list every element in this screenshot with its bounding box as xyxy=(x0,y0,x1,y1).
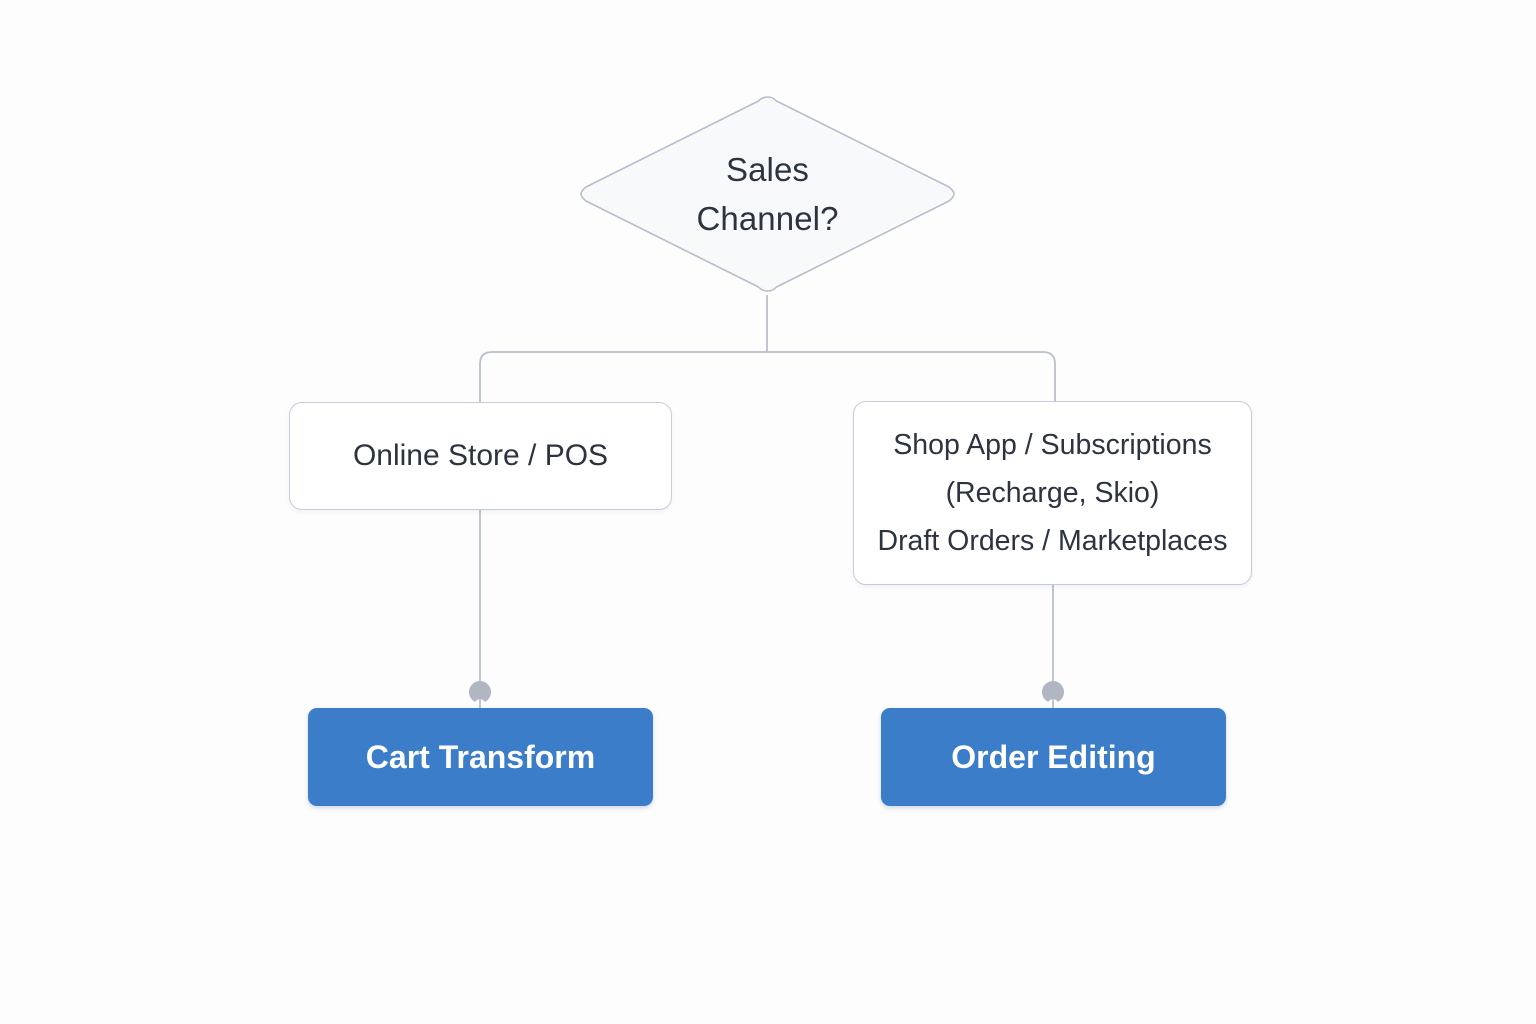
result-right-label: Order Editing xyxy=(951,738,1156,775)
decision-node-sales-channel[interactable]: Sales Channel? xyxy=(578,93,957,295)
diamond-shape xyxy=(580,96,955,292)
result-left-label: Cart Transform xyxy=(365,738,596,775)
result-button-order-editing[interactable]: Order Editing xyxy=(881,708,1226,806)
result-button-cart-transform[interactable]: Cart Transform xyxy=(308,708,653,806)
option-box-online-store-pos[interactable]: Online Store / POS xyxy=(289,402,672,510)
decision-label: Sales Channel? xyxy=(696,151,839,237)
option-box-shop-app-subscriptions[interactable]: Shop App / Subscriptions (Recharge, Skio… xyxy=(853,401,1252,585)
option-left-label: Online Store / POS xyxy=(352,439,609,472)
edge-marker-right xyxy=(1042,681,1064,702)
edge-decision-to-right-option xyxy=(767,351,1056,401)
option-right-label: Shop App / Subscriptions (Recharge, Skio… xyxy=(877,429,1228,557)
edge-marker-left xyxy=(468,681,491,702)
edge-decision-to-left-option xyxy=(479,351,767,402)
